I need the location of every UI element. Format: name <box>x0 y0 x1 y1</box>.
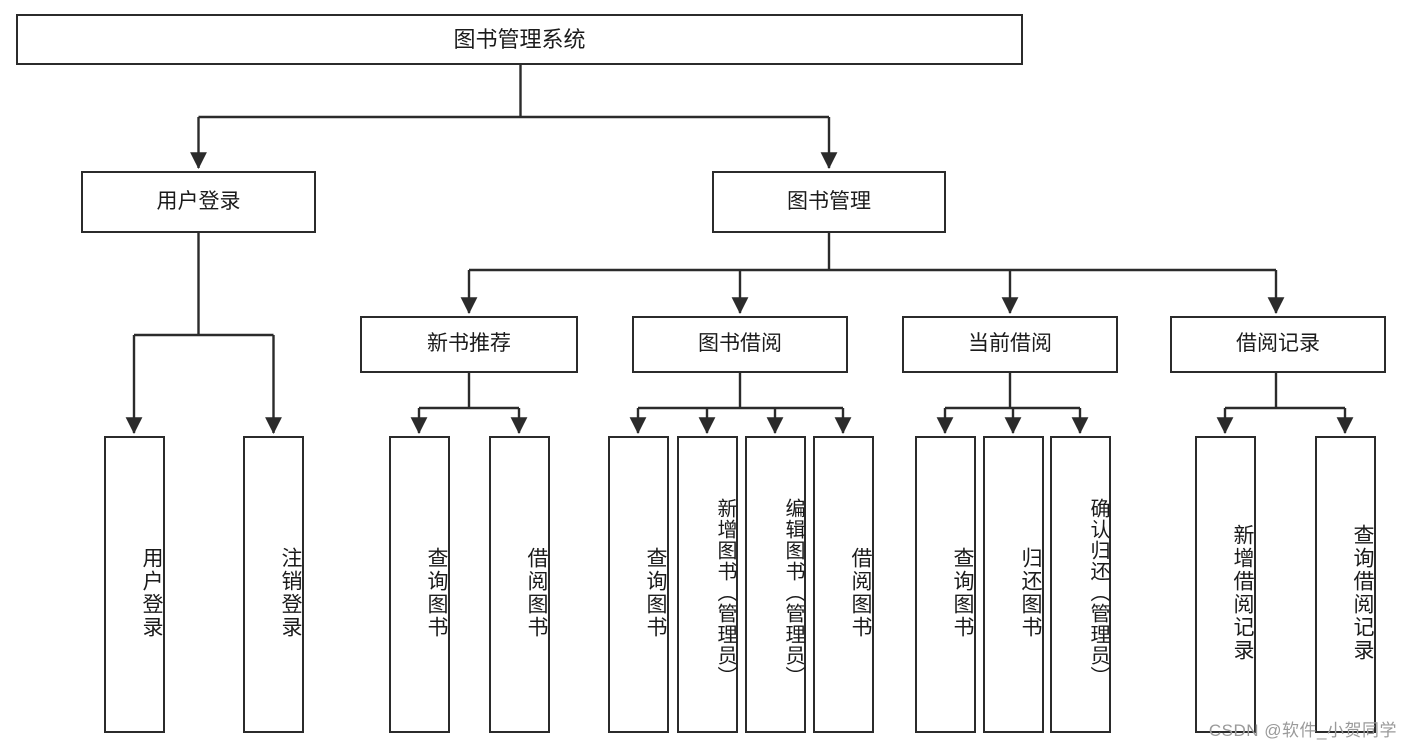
leaf-borrow-book[interactable]: 借阅图书 <box>813 436 874 733</box>
csdn-watermark: CSDN @软件_小贺同学 <box>1208 721 1397 740</box>
node-root[interactable]: 图书管理系统 <box>16 14 1023 65</box>
leaf-query-book-borrow[interactable]: 查询图书 <box>608 436 669 733</box>
node-borrow-record[interactable]: 借阅记录 <box>1170 316 1386 373</box>
leaf-query-book-current[interactable]: 查询图书 <box>915 436 976 733</box>
leaf-add-book-admin[interactable]: 新增图书（管理员） <box>677 436 738 733</box>
node-current-borrow[interactable]: 当前借阅 <box>902 316 1118 373</box>
leaf-borrow-book-recommend[interactable]: 借阅图书 <box>489 436 550 733</box>
node-user-login[interactable]: 用户登录 <box>81 171 316 233</box>
leaf-confirm-return-admin[interactable]: 确认归还（管理员） <box>1050 436 1111 733</box>
leaf-query-borrow-record[interactable]: 查询借阅记录 <box>1315 436 1376 733</box>
node-new-book-recommend[interactable]: 新书推荐 <box>360 316 578 373</box>
leaf-return-book[interactable]: 归还图书 <box>983 436 1044 733</box>
leaf-add-borrow-record[interactable]: 新增借阅记录 <box>1195 436 1256 733</box>
node-book-borrow[interactable]: 图书借阅 <box>632 316 848 373</box>
node-book-manage[interactable]: 图书管理 <box>712 171 946 233</box>
leaf-edit-book-admin[interactable]: 编辑图书（管理员） <box>745 436 806 733</box>
leaf-logout[interactable]: 注销登录 <box>243 436 304 733</box>
leaf-user-login[interactable]: 用户登录 <box>104 436 165 733</box>
leaf-query-book-recommend[interactable]: 查询图书 <box>389 436 450 733</box>
